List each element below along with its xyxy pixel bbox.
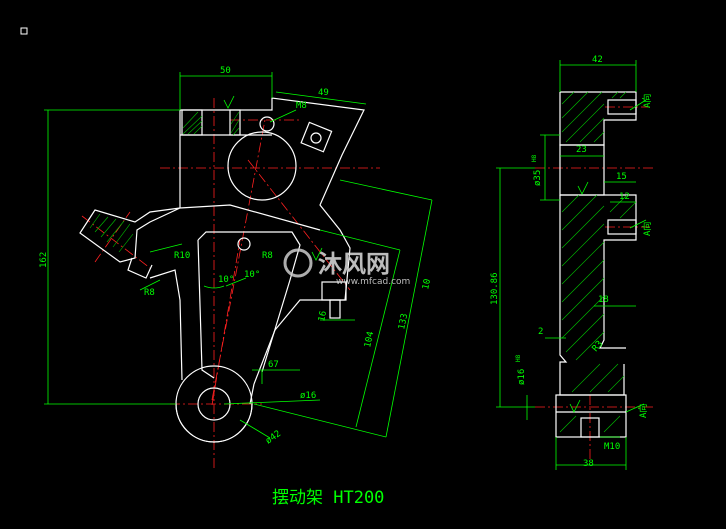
side-dim-bottom-width: 38 [583,459,594,469]
dim-r10: R10 [174,251,190,261]
side-dim-width-12: 12 [619,192,630,202]
side-dim-width-18: 18 [598,295,609,305]
side-section-a-mid: A向 [641,222,653,236]
front-hatch [89,111,240,253]
dim-angle-left: 10° [218,275,234,285]
side-dim-bore-16-fit: H8 [515,354,522,362]
dim-angled-width: 49 [318,88,329,98]
side-dim-small-2: 2 [538,327,543,337]
dim-r8-upper: R8 [262,251,273,261]
side-section-a-top: A向 [641,94,653,108]
side-dim-top-width: 42 [592,55,603,65]
dim-small-10: 10 [421,278,433,291]
side-view: 42 ø35 H8 23 15 12 18 130.86 ø16 H8 2 R3… [490,55,655,470]
side-section-a-bottom: A向 [637,404,649,418]
watermark-logo-icon [283,248,313,278]
dim-top-width: 50 [220,66,231,76]
side-dim-bore-35-fit: H8 [531,154,538,162]
dim-slant-133: 133 [397,313,410,331]
side-dim-height-130: 130.86 [490,272,500,305]
watermark-url: www.mfcad.com [336,277,410,287]
front-outline [79,97,365,443]
roughness-symbols [223,95,589,413]
dim-small-16: 16 [317,310,329,323]
side-dim-width-15: 15 [616,172,627,182]
dim-slant-104: 104 [363,331,376,349]
side-dim-bore-35: ø35 [533,170,543,186]
side-hatch [559,91,637,433]
dim-boss-dia: ø42 [264,429,283,447]
side-outline [555,91,637,438]
dim-thread-top: M8 [296,101,307,111]
watermark-brand: 沐风网 [318,250,390,278]
dim-r8-lower: R8 [144,288,155,298]
dim-bore-dia: ø16 [300,391,316,401]
drawing-title: 摆动架 HT200 [272,488,384,508]
side-dimension-lines [496,60,647,470]
side-center-lines [535,106,655,460]
dim-bottom-offset: 67 [268,360,279,370]
side-dim-width-23: 23 [576,145,587,155]
side-dim-thread-bottom: M10 [604,442,620,452]
watermark: 沐风网 www.mfcad.com [283,248,410,287]
side-dim-bore-16: ø16 [517,369,527,385]
front-dimension-lines [44,72,433,439]
dim-angle-right: 10° [244,270,260,280]
side-dimension-texts: 42 ø35 H8 23 15 12 18 130.86 ø16 H8 2 R3… [490,55,653,469]
front-center-lines [81,98,380,470]
corner-marker [20,27,28,35]
dim-overall-height: 162 [39,252,49,268]
